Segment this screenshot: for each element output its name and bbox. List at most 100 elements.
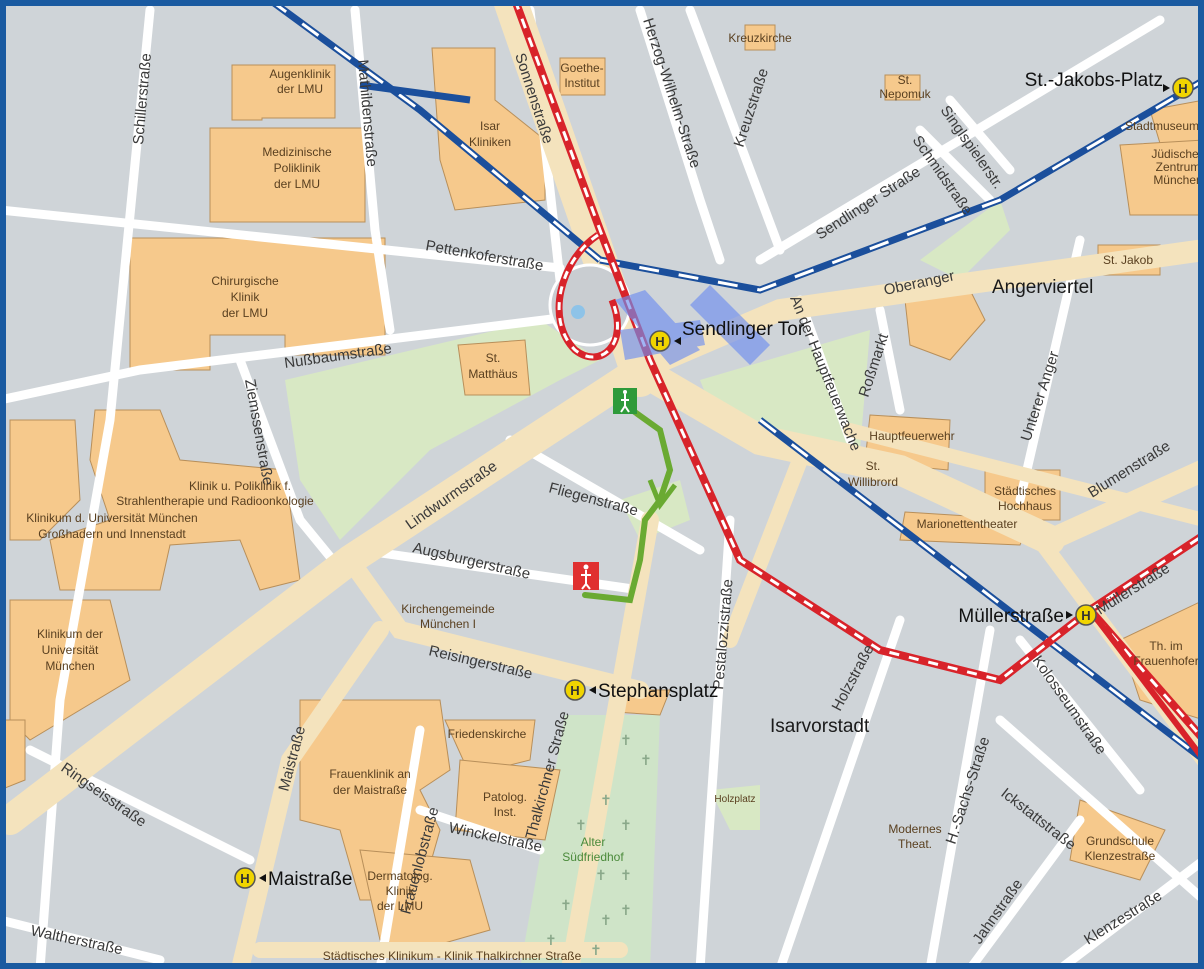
street-winckel bbox=[415, 805, 545, 855]
walk-route-arrow bbox=[647, 479, 677, 511]
label-maistrasse: Maistraße bbox=[268, 869, 352, 890]
destination-head bbox=[583, 564, 589, 570]
label-matthaeus-2: Matthäus bbox=[468, 367, 517, 381]
svg-text:✝: ✝ bbox=[620, 733, 632, 749]
label-goethe-1: Goethe- bbox=[560, 61, 603, 75]
label-hauptfeuerwehr: Hauptfeuerwehr bbox=[869, 429, 954, 443]
label-alter-suedfriedhof-1: Alter bbox=[581, 835, 606, 849]
label-med-poliklinik-2: Poliklinik bbox=[274, 161, 322, 175]
subway-line-w bbox=[359, 81, 471, 104]
svg-text:✝: ✝ bbox=[620, 903, 632, 919]
label-augenklinik-1: Augenklinik bbox=[269, 67, 331, 81]
label-frauenklinik-1: Frauenklinik an bbox=[329, 767, 410, 781]
label-muellerstrasse: Müllerstraße bbox=[958, 606, 1064, 627]
building-grundschule bbox=[1069, 799, 1166, 881]
label-isar-kliniken-2: Kliniken bbox=[469, 135, 511, 149]
label-willibrord-1: St. bbox=[866, 459, 881, 473]
street-schmid bbox=[915, 125, 995, 205]
label-klinikum-univ-2: Großhadern und Innenstadt bbox=[38, 527, 186, 541]
street-ickstatt bbox=[995, 715, 1204, 905]
svg-text:✝: ✝ bbox=[595, 868, 607, 884]
label-th-frauenhofer-2: Frauenhofer bbox=[1133, 654, 1198, 668]
station-st-jakobs-platz[interactable]: H St.-Jakobs-Platz bbox=[1025, 70, 1194, 99]
label-dermatolog-3: der LMU bbox=[377, 899, 423, 913]
label-strahlentherapie-1: Klinik u. Poliklinik f. bbox=[189, 479, 291, 493]
label-nepomuk-2: Nepomuk bbox=[879, 87, 931, 101]
street-h-sachs bbox=[925, 625, 995, 969]
street-jahn bbox=[965, 815, 1085, 969]
building-goethe bbox=[559, 57, 606, 96]
label-klinikum-der-univ-2: Universität bbox=[42, 643, 99, 657]
street-rossmarkt bbox=[875, 305, 905, 415]
station-symbol: H bbox=[1178, 81, 1187, 96]
label-kreuzkirche: Kreuzkirche bbox=[728, 31, 792, 45]
label-kirchengemeinde-1: Kirchengemeinde bbox=[401, 602, 495, 616]
street-nussbaum bbox=[0, 313, 565, 405]
label-dermatolog-1: Dermatolog. bbox=[367, 869, 432, 883]
label-chirurgische-1: Chirurgische bbox=[211, 274, 279, 288]
district-labels: Angerviertel Isarvorstadt bbox=[770, 277, 1093, 737]
station-symbol: H bbox=[655, 334, 664, 349]
label-th-frauenhofer-1: Th. im bbox=[1149, 639, 1182, 653]
station-pointer-icon bbox=[589, 686, 596, 694]
label-goethe-2: Institut bbox=[564, 76, 600, 90]
station-stephansplatz[interactable]: H Stephansplatz bbox=[564, 679, 718, 702]
station-pointer-icon bbox=[1163, 84, 1170, 92]
platform-sendlinger-2 bbox=[690, 285, 770, 365]
station-icon-st-jakobs-platz[interactable] bbox=[1172, 77, 1194, 99]
label-isar-kliniken-1: Isar bbox=[480, 119, 500, 133]
park-oberanger bbox=[920, 200, 1010, 280]
building-med-poliklinik bbox=[209, 127, 366, 223]
building-edge-west bbox=[0, 719, 26, 791]
station-icon-muellerstrasse[interactable] bbox=[1075, 604, 1097, 626]
label-holzplatz: Holzplatz bbox=[714, 794, 755, 805]
label-chirurgische-2: Klinik bbox=[231, 290, 261, 304]
label-friedenskirche: Friedenskirche bbox=[448, 727, 527, 741]
station-icon-sendlinger-tor[interactable] bbox=[649, 330, 671, 352]
label-matthaeus-1: St. bbox=[486, 351, 501, 365]
subway-line-nw bbox=[267, 0, 603, 263]
building-nepomuk bbox=[884, 74, 921, 101]
label-angerviertel: Angerviertel bbox=[992, 277, 1093, 298]
svg-text:✝: ✝ bbox=[620, 868, 632, 884]
station-sendlinger-tor[interactable]: H Sendlinger Tor bbox=[649, 319, 805, 352]
station-maistrasse[interactable]: H Maistraße bbox=[234, 867, 352, 890]
buildings bbox=[0, 24, 1204, 951]
station-icon-stephansplatz[interactable] bbox=[564, 679, 586, 701]
label-strahlentherapie-2: Strahlentherapie und Radioonkologie bbox=[116, 494, 314, 508]
street-herzog-wilhelm bbox=[635, 5, 725, 265]
building-matthaeus bbox=[457, 339, 531, 396]
svg-text:✝: ✝ bbox=[560, 898, 572, 914]
street-sendlinger bbox=[755, 15, 1165, 265]
station-pointer-icon bbox=[1066, 611, 1073, 619]
road-pestalozzi-main bbox=[722, 452, 808, 648]
label-klinikum-der-univ-3: München bbox=[45, 659, 94, 673]
walk-route bbox=[582, 402, 674, 604]
label-alter-suedfriedhof-2: Südfriedhof bbox=[562, 850, 624, 864]
minor-streets bbox=[0, 5, 1204, 969]
road-blumen-west bbox=[625, 355, 1065, 555]
street-holz bbox=[775, 615, 905, 969]
svg-text:✝: ✝ bbox=[640, 753, 652, 769]
label-stadtmuseum: Stadtmuseum bbox=[1125, 119, 1199, 133]
building-juedisches bbox=[1119, 139, 1204, 216]
svg-text:✝: ✝ bbox=[620, 818, 632, 834]
building-strahlentherapie bbox=[49, 409, 301, 591]
station-icon-maistrasse[interactable] bbox=[234, 867, 256, 889]
street-schiller bbox=[35, 5, 155, 969]
label-augenklinik-2: der LMU bbox=[277, 82, 323, 96]
station-pointer-icon bbox=[674, 337, 681, 345]
road-mai bbox=[231, 621, 389, 969]
tram-loop-dash bbox=[557, 233, 619, 359]
label-patolog-1: Patolog. bbox=[483, 790, 527, 804]
label-juedisches-2: Zentrum bbox=[1156, 160, 1201, 174]
station-symbol: H bbox=[570, 683, 579, 698]
street-walther bbox=[0, 915, 165, 965]
street-kreuz bbox=[685, 5, 785, 255]
road-thalkirchner bbox=[561, 511, 659, 969]
station-muellerstrasse[interactable]: H Müllerstraße bbox=[958, 604, 1097, 627]
destination-glyph bbox=[581, 570, 591, 590]
label-willibrord-2: Willibrord bbox=[848, 475, 898, 489]
